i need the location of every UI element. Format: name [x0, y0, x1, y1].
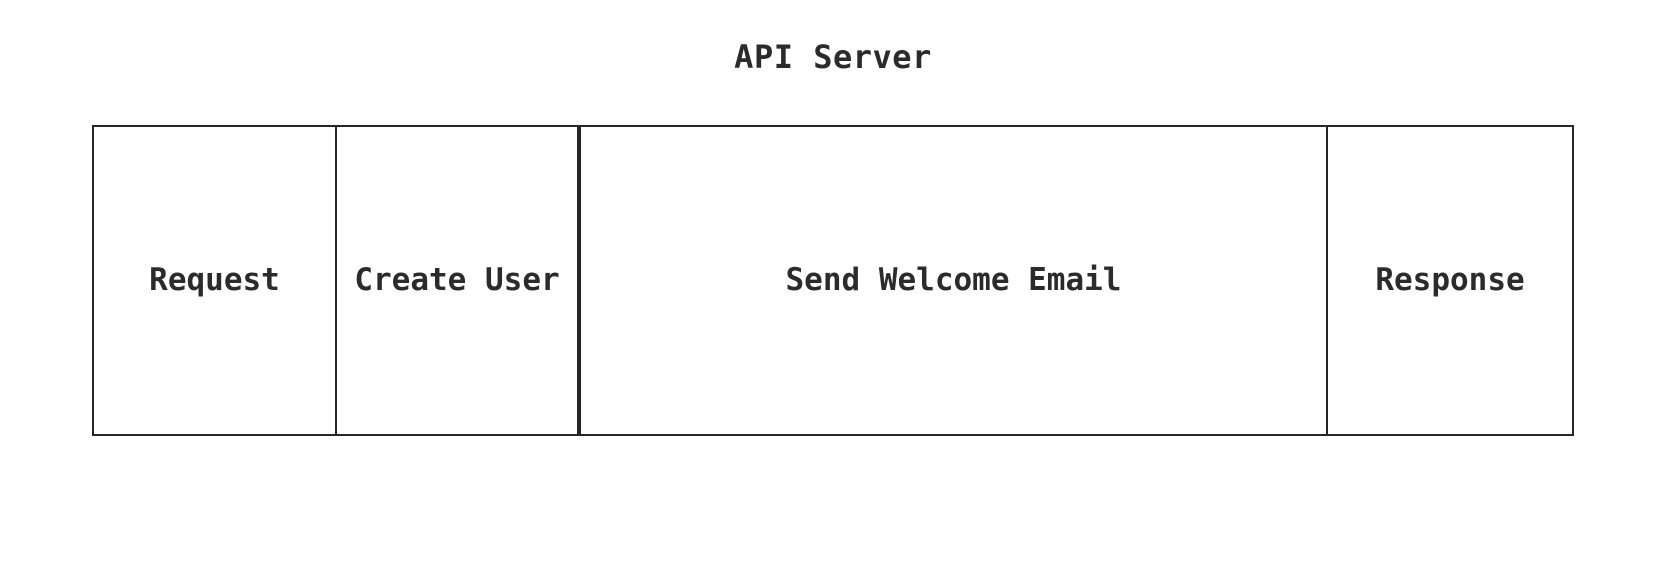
span-label-request: Request: [149, 262, 280, 299]
span-box-create-user: Create User: [335, 125, 580, 436]
diagram-title: API Server: [734, 38, 932, 76]
span-label-response: Response: [1375, 262, 1525, 299]
span-box-response: Response: [1326, 125, 1574, 436]
span-box-request: Request: [92, 125, 337, 436]
span-label-create-user: Create User: [354, 262, 560, 299]
span-bar: Request Create User Send Welcome Email R…: [92, 125, 1580, 436]
span-box-send-welcome-email: Send Welcome Email: [578, 125, 1328, 436]
span-label-send-welcome-email: Send Welcome Email: [785, 262, 1122, 299]
